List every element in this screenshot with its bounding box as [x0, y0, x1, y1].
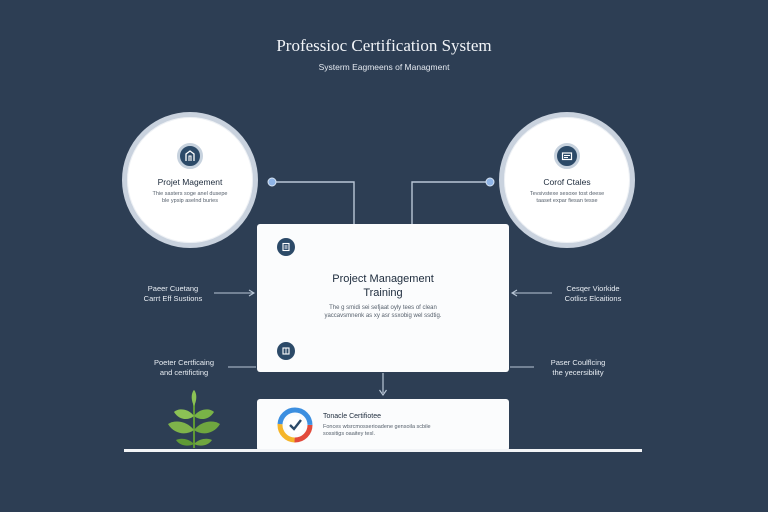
right-circle-description: Tevsivstexe sesoxe tost deese taaset exp… — [529, 191, 605, 204]
document-icon — [277, 238, 295, 256]
side-label-left-top-line1: Paeer Cuetang — [147, 284, 199, 293]
certificate-card-description: Fonces wtsrcmosserioadene gensoila scbil… — [323, 424, 431, 437]
page-subtitle: Systerm Eagmeens of Managment — [318, 62, 450, 72]
certificate-icon — [554, 143, 580, 169]
left-circle-description: Thie sasters soge anel dusepe ble ypsip … — [152, 191, 228, 204]
side-label-right-top-line2: Cotlics Elcaitions — [564, 294, 622, 303]
side-label-left-bottom: Poeter Certficaing and certificting — [136, 358, 232, 378]
training-title-line2: Training — [363, 287, 403, 299]
project-management-circle: Projet Magement Thie sasters soge anel d… — [122, 112, 258, 248]
connector-node-left — [267, 177, 277, 187]
side-label-right-bottom-line2: the yecersibility — [552, 368, 604, 377]
side-label-right-bottom: Paser Coulflcing the yecersibility — [530, 358, 626, 378]
side-label-left-bottom-line1: Poeter Certficaing — [153, 358, 215, 367]
training-card-title: Project Management Training — [257, 272, 509, 300]
connector-left-circle — [272, 181, 355, 224]
side-label-right-bottom-line1: Paser Coulflcing — [550, 358, 606, 367]
page-title: Professioc Certification System — [276, 36, 492, 55]
side-label-right-top: Cesqer Viorkide Cotlics Elcaitions — [548, 284, 638, 304]
plant-icon — [168, 390, 220, 448]
training-card-description: The g smidi sei sefjaat oyly tees of cle… — [324, 305, 442, 319]
training-title-line1: Project Management — [332, 273, 434, 285]
side-label-right-top-line1: Cesqer Viorkide — [566, 284, 620, 293]
building-icon — [177, 143, 203, 169]
training-card: Project Management Training The g smidi … — [257, 224, 509, 372]
right-circle-title: Corof Ctales — [543, 177, 591, 187]
certificate-card-title: Tonacle Certifiotee — [323, 413, 381, 420]
connector-right-circle — [411, 181, 490, 224]
certificate-badge-icon — [277, 407, 313, 443]
left-circle-title: Projet Magement — [157, 177, 223, 187]
side-label-left-top: Paeer Cuetang Carrt Eff Sustions — [128, 284, 218, 304]
side-label-left-bottom-line2: and certificting — [159, 368, 209, 377]
core-circle: Corof Ctales Tevsivstexe sesoxe tost dee… — [499, 112, 635, 248]
certificate-card: Tonacle Certifiotee Fonces wtsrcmosserio… — [257, 399, 509, 451]
baseline-divider — [124, 449, 642, 452]
connector-node-right — [485, 177, 495, 187]
book-icon — [277, 342, 295, 360]
side-label-left-top-line2: Carrt Eff Sustions — [143, 294, 203, 303]
